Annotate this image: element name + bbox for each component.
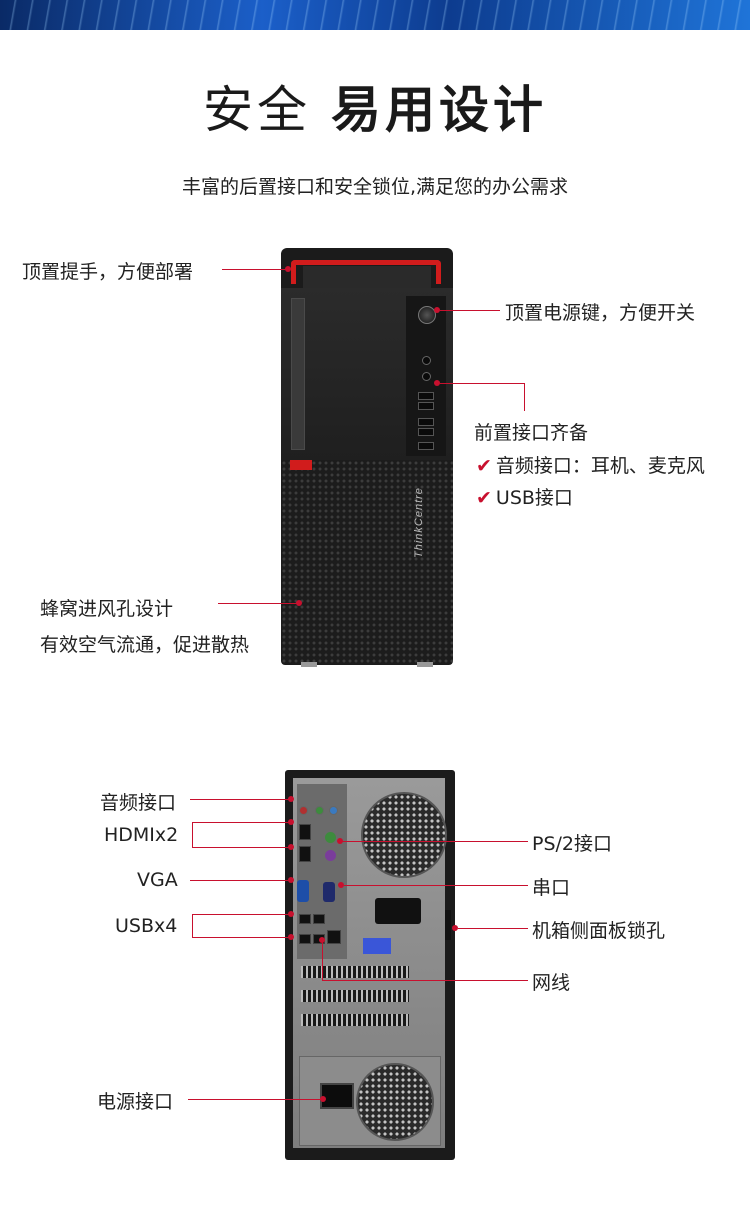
usb-port-icon (418, 442, 434, 450)
callout-front-ports-title: 前置接口齐备 (474, 422, 589, 444)
callout-rear-audio: 音频接口 (100, 792, 177, 814)
callout-front-audio: ✔音频接口：耳机、麦克风 (476, 455, 705, 477)
mic-jack-icon (422, 372, 431, 381)
callout-handle: 顶置提手，方便部署 (22, 261, 194, 283)
page-subtitle: 丰富的后置接口和安全锁位,满足您的办公需求 (181, 176, 569, 198)
callout-rear-vga: VGA (137, 869, 178, 891)
audio-jack-icon (299, 806, 308, 815)
red-accent-tab (290, 460, 312, 470)
front-upper-panel (281, 288, 453, 460)
usb-port-icon (299, 934, 311, 944)
audio-jack-icon (315, 806, 324, 815)
ps2-port-icon (325, 832, 336, 843)
honeycomb-vent (281, 460, 453, 665)
expansion-slot (301, 966, 409, 978)
title-bold: 易用设计 (330, 81, 547, 139)
lan-port-icon (327, 930, 341, 944)
usb-port-icon (418, 428, 434, 436)
callout-vent-line2: 有效空气流通，促进散热 (40, 634, 250, 656)
usb-port-icon (418, 402, 434, 410)
optical-drive (291, 298, 305, 450)
front-tower-image: ThinkCentre (281, 248, 453, 668)
top-banner (0, 0, 750, 30)
top-handle (281, 248, 453, 288)
serial-port-icon (323, 882, 335, 902)
audio-jack-icon (329, 806, 338, 815)
expansion-slot (301, 1014, 409, 1026)
usb-port-icon (313, 914, 325, 924)
rear-tower-image (285, 770, 455, 1160)
vga-port-icon (297, 880, 309, 902)
check-icon: ✔ (476, 455, 492, 477)
brand-logo: ThinkCentre (413, 487, 425, 558)
callout-rear-lan: 网线 (532, 972, 571, 994)
ps2-port-icon (325, 850, 336, 861)
callout-front-usb: ✔USB接口 (476, 487, 573, 509)
usb-port-icon (418, 392, 434, 400)
headphone-jack-icon (422, 356, 431, 365)
callout-rear-usb: USBx4 (115, 915, 178, 937)
front-io-panel (406, 296, 446, 456)
usb-port-icon (418, 418, 434, 426)
callout-rear-power: 电源接口 (97, 1091, 174, 1113)
title-light: 安全 (203, 81, 312, 139)
callout-power-button: 顶置电源键，方便开关 (505, 302, 696, 324)
usb-port-icon (299, 914, 311, 924)
hdmi-port-icon (299, 824, 311, 840)
hdmi-port-icon (299, 846, 311, 862)
check-icon: ✔ (476, 487, 492, 509)
power-button-icon (418, 306, 436, 324)
callout-rear-serial: 串口 (532, 877, 571, 899)
callout-rear-ps2: PS/2接口 (532, 833, 613, 855)
rear-io-shield (297, 784, 347, 959)
callout-rear-lock: 机箱侧面板锁孔 (532, 920, 666, 942)
expansion-slot (301, 990, 409, 1002)
side-lock-hole (445, 910, 451, 940)
callout-vent-line1: 蜂窝进风孔设计 (40, 598, 174, 620)
page-title: 安全 易用设计 (0, 78, 750, 142)
psu-fan-icon (356, 1063, 434, 1141)
rear-fan-icon (361, 792, 447, 878)
callout-rear-hdmi: HDMIx2 (104, 824, 179, 846)
